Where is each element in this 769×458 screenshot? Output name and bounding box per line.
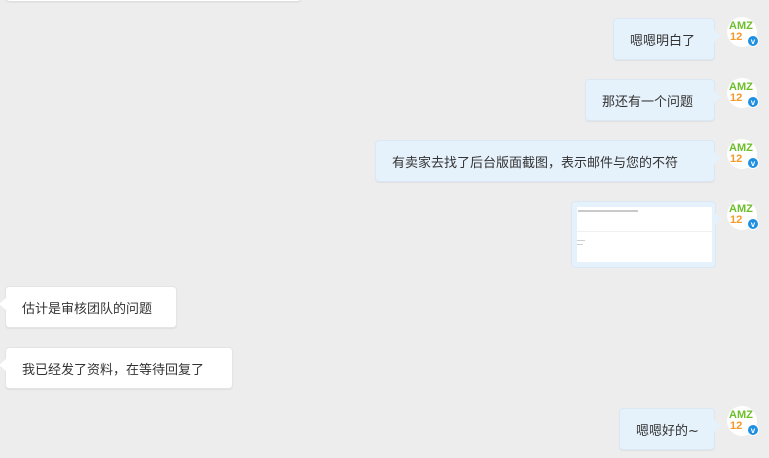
message-bubble-outgoing[interactable]: 嗯嗯明白了 [613, 18, 721, 60]
message-bubble-incoming[interactable]: 估计是审核团队的问题 [0, 286, 177, 328]
message-text: 嗯嗯明白了 [630, 33, 696, 49]
message-text: 有卖家去找了后台版面截图，表示邮件与您的不符 [392, 155, 679, 171]
verified-badge-icon: v [747, 218, 759, 230]
thumbnail-divider [577, 231, 712, 232]
avatar-text-num: 12 [730, 214, 743, 226]
image-message-bubble[interactable] [571, 201, 722, 268]
message-bubble-outgoing[interactable]: 有卖家去找了后台版面截图，表示邮件与您的不符 [375, 140, 721, 182]
verified-badge-icon: v [747, 424, 759, 436]
message-bubble-outgoing[interactable]: 那还有一个问题 [585, 79, 721, 121]
avatar[interactable]: AMZ 12 v [727, 78, 759, 108]
thumbnail-text-line [577, 240, 585, 241]
avatar-text-num: 12 [730, 153, 743, 165]
verified-badge-icon: v [747, 96, 759, 108]
avatar-text-amz: AMZ [729, 409, 753, 421]
message-bubble-incoming[interactable]: 我已经发了资料，在等待回复了 [0, 347, 233, 389]
avatar-text-num: 12 [730, 420, 743, 432]
avatar-text-amz: AMZ [729, 81, 753, 93]
message-text: 我已经发了资料，在等待回复了 [22, 362, 205, 378]
avatar[interactable]: AMZ 12 v [727, 139, 759, 169]
previous-message-bubble-edge [6, 0, 301, 1]
avatar-text-amz: AMZ [729, 142, 753, 154]
avatar[interactable]: AMZ 12 v [727, 200, 759, 230]
message-bubble-outgoing[interactable]: 嗯嗯好的~ [619, 408, 721, 450]
avatar-text-amz: AMZ [729, 20, 753, 32]
avatar-text-amz: AMZ [729, 203, 753, 215]
avatar-text-num: 12 [730, 92, 743, 104]
message-text: 那还有一个问题 [602, 94, 694, 110]
avatar-text-num: 12 [730, 31, 743, 43]
screenshot-thumbnail[interactable] [577, 207, 712, 262]
verified-badge-icon: v [747, 157, 759, 169]
verified-badge-icon: v [747, 35, 759, 47]
thumbnail-text-line [578, 210, 638, 212]
avatar[interactable]: AMZ 12 v [727, 406, 759, 436]
message-text: 嗯嗯好的~ [636, 423, 699, 439]
message-text: 估计是审核团队的问题 [22, 301, 153, 317]
thumbnail-text-line [577, 244, 583, 245]
avatar[interactable]: AMZ 12 v [727, 17, 759, 47]
